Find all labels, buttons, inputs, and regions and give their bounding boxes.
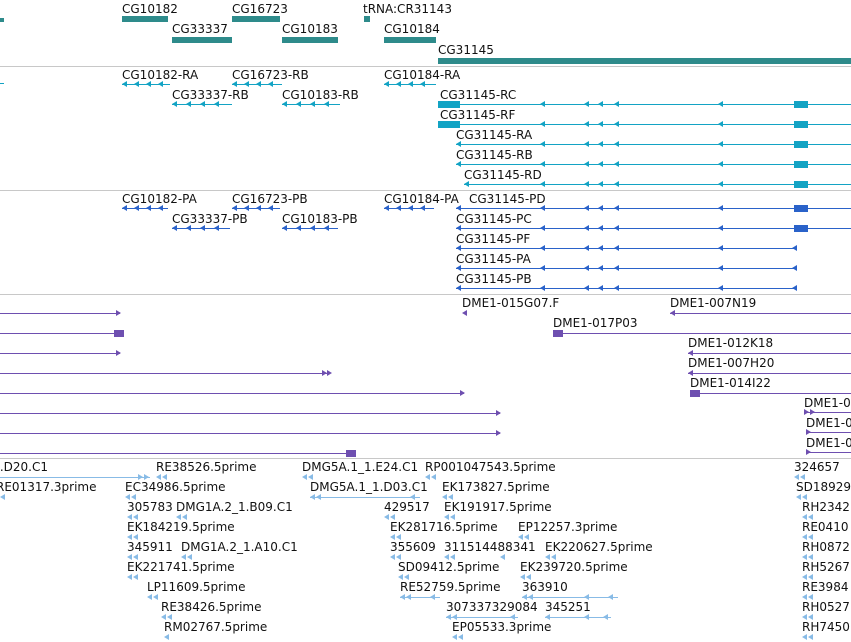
track-divider (0, 458, 851, 459)
est-label: SD09412.5prime (398, 560, 500, 574)
est-label: 355609 (390, 540, 436, 554)
gene-label: tRNA:CR31143 (363, 2, 452, 16)
est-label: EK221741.5prime (127, 560, 235, 574)
transcript-label: CG10183-RB (282, 88, 359, 102)
protein-label: CG10183-PB (282, 212, 358, 226)
est-label: EK173827.5prime (442, 480, 550, 494)
est-label: LP11609.5prime (147, 580, 246, 594)
est-label: RH0872 (802, 540, 850, 554)
est-label: RM02767.5prime (164, 620, 268, 634)
est-label: RE38526.5prime (156, 460, 257, 474)
est-label: RE01317.3prime (0, 480, 97, 494)
est-label: EP05533.3prime (452, 620, 552, 634)
est-label: RH0527 (802, 600, 850, 614)
est-label: RP001047543.5prime (425, 460, 556, 474)
track-divider (0, 190, 851, 191)
transcript-label: CG31145-RC (440, 88, 517, 102)
gene-label: CG16723 (232, 2, 288, 16)
est-label: 345251 (545, 600, 591, 614)
est-label: EK220627.5prime (545, 540, 653, 554)
est-label: DMG5A.1_1.D03.C1 (310, 480, 428, 494)
est-label: EK239720.5prime (520, 560, 628, 574)
est-label: RH7450 (802, 620, 850, 634)
gene-label: CG10183 (282, 22, 338, 36)
bac-track: DME1-015G07.F DME1-007N19 DME1-017P03 DM… (0, 295, 851, 458)
est-label: 363910 (522, 580, 568, 594)
est-label: EK281716.5prime (390, 520, 498, 534)
est-label: 345911 (127, 540, 173, 554)
transcript-edge (0, 83, 4, 84)
est-label: RE3984 (802, 580, 849, 594)
protein-label: CG33337-PB (172, 212, 248, 226)
bac-label: DME1-015G07.F (462, 296, 560, 310)
est-label: EP12257.3prime (518, 520, 618, 534)
track-divider (0, 294, 851, 295)
est-label: 305783 (127, 500, 173, 514)
gene-label: CG10182 (122, 2, 178, 16)
est-label: EK184219.5prime (127, 520, 235, 534)
transcript-label: CG10182-RA (122, 68, 199, 82)
bac-label: DME1-007H20 (688, 356, 775, 370)
est-label: 429517 (384, 500, 430, 514)
est-label: SD18929 (796, 480, 851, 494)
transcript-label: CG31145-RB (456, 148, 533, 162)
transcript-label: CG33337-RB (172, 88, 249, 102)
gene-label: CG33337 (172, 22, 228, 36)
protein-label: CG31145-PF (456, 232, 531, 246)
transcript-label: CG31145-RA (456, 128, 533, 142)
est-label: EC34986.5prime (125, 480, 226, 494)
bac-label: DME1-017P03 (553, 316, 638, 330)
bac-label: DME1-012K18 (688, 336, 774, 350)
est-label: RH2342 (802, 500, 850, 514)
est-label: RH5267 (802, 560, 850, 574)
transcript-label: CG31145-RF (440, 108, 516, 122)
est-label: 307337329084 (446, 600, 538, 614)
est-label: DMG1A.2_1.A10.C1 (181, 540, 298, 554)
gene-track: CG10182 CG16723 tRNA:CR31143 CG33337 CG1… (0, 0, 851, 66)
protein-label: CG16723-PB (232, 192, 308, 206)
transcript-track: CG10182-RA CG16723-RB CG10184-RA CG33337… (0, 67, 851, 190)
est-label: DMG5A.1_1.E24.C1 (302, 460, 419, 474)
gene-label: CG10184 (384, 22, 440, 36)
protein-label: CG31145-PB (456, 272, 532, 286)
est-label: RE38426.5prime (161, 600, 262, 614)
est-label: EK191917.5prime (444, 500, 552, 514)
bac-label: DME1-007N19 (670, 296, 757, 310)
est-label: 324657 (794, 460, 840, 474)
transcript-label: CG10184-RA (384, 68, 461, 82)
bac-label: DME1-014I22 (690, 376, 771, 390)
est-label: 311514488341 (444, 540, 536, 554)
est-track: ..D20.C1 RE38526.5prime DMG5A.1_1.E24.C1… (0, 459, 851, 642)
protein-track: CG10182-PA CG16723-PB CG10184-PA CG31145… (0, 191, 851, 294)
est-label: RE52759.5prime (400, 580, 501, 594)
track-divider (0, 66, 851, 67)
bac-label: DME1-0 (804, 396, 851, 410)
protein-label: CG10182-PA (122, 192, 197, 206)
gene-label: CG31145 (438, 43, 494, 57)
est-label: DMG1A.2_1.B09.C1 (176, 500, 293, 514)
protein-label: CG31145-PC (456, 212, 532, 226)
transcript-label: CG16723-RB (232, 68, 309, 82)
protein-label: CG31145-PA (456, 252, 531, 266)
protein-label: CG10184-PA (384, 192, 459, 206)
bac-label: DME1-0 (806, 436, 851, 450)
est-label: ..D20.C1 (0, 460, 48, 474)
transcript-label: CG31145-RD (464, 168, 542, 182)
est-label: RE0410 (802, 520, 849, 534)
protein-label: CG31145-PD (469, 192, 546, 206)
bac-label: DME1-0 (806, 416, 851, 430)
